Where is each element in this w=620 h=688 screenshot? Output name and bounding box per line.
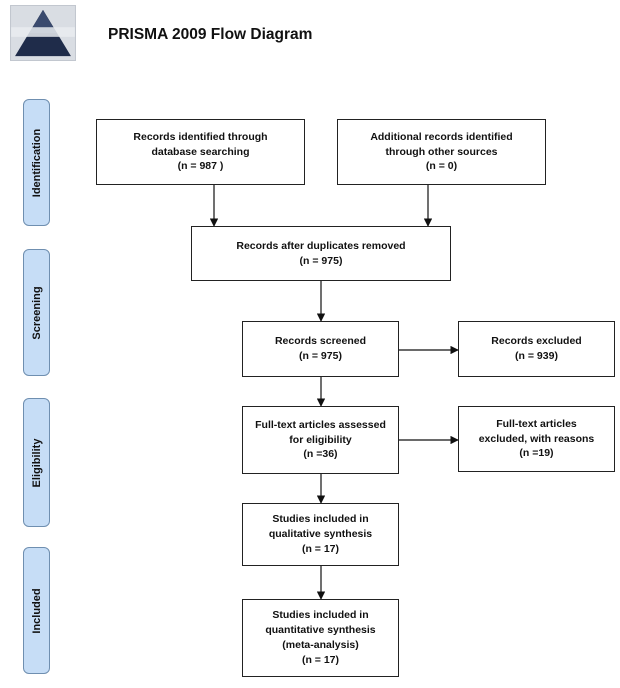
- box-quantitative-synthesis: Studies included in quantitative synthes…: [242, 599, 399, 677]
- prisma-logo-graphic: [11, 6, 75, 60]
- stage-screening: Screening: [23, 249, 50, 376]
- box-count: (n =19): [519, 447, 554, 460]
- box-count: (n =36): [303, 448, 338, 461]
- box-count: (n = 975): [299, 254, 343, 267]
- prisma-logo: [10, 5, 76, 61]
- box-count: (n = 987 ): [177, 160, 224, 173]
- box-line: for eligibility: [289, 433, 352, 446]
- box-other-sources: Additional records identified through ot…: [337, 119, 546, 185]
- box-line: database searching: [151, 145, 250, 158]
- page-title: PRISMA 2009 Flow Diagram: [108, 26, 313, 43]
- box-after-duplicates: Records after duplicates removed (n = 97…: [191, 226, 451, 281]
- box-line: Records excluded: [491, 335, 582, 348]
- box-records-excluded: Records excluded (n = 939): [458, 321, 615, 377]
- box-line: Records screened: [274, 335, 367, 348]
- box-line: Full-text articles: [496, 417, 577, 430]
- box-database-search: Records identified through database sear…: [96, 119, 305, 185]
- box-fulltext-assessed: Full-text articles assessed for eligibil…: [242, 406, 399, 474]
- box-count: (n = 17): [301, 542, 340, 555]
- box-records-screened: Records screened (n = 975): [242, 321, 399, 377]
- box-fulltext-excluded: Full-text articles excluded, with reason…: [458, 406, 615, 472]
- box-line: Full-text articles assessed: [255, 418, 386, 431]
- box-line: qualitative synthesis: [268, 528, 373, 541]
- box-qualitative-synthesis: Studies included in qualitative synthesi…: [242, 503, 399, 566]
- box-line: excluded, with reasons: [478, 432, 595, 445]
- box-line: Studies included in: [272, 513, 369, 526]
- stage-identification: Identification: [23, 99, 50, 226]
- box-line: Additional records identified: [370, 130, 513, 143]
- box-line: (meta-analysis): [282, 639, 359, 651]
- stage-eligibility: Eligibility: [23, 398, 50, 527]
- box-line: quantitative synthesis: [265, 624, 376, 637]
- box-line: Records after duplicates removed: [236, 239, 406, 252]
- box-count: (n = 17): [301, 653, 340, 666]
- box-line: Studies included in: [272, 609, 369, 622]
- stage-included: Included: [23, 547, 50, 674]
- box-count: (n = 975): [299, 350, 342, 362]
- box-count: (n = 939): [515, 350, 558, 362]
- box-line: Records identified through: [133, 130, 268, 143]
- box-count: (n = 0): [425, 160, 458, 173]
- box-line: through other sources: [385, 145, 498, 158]
